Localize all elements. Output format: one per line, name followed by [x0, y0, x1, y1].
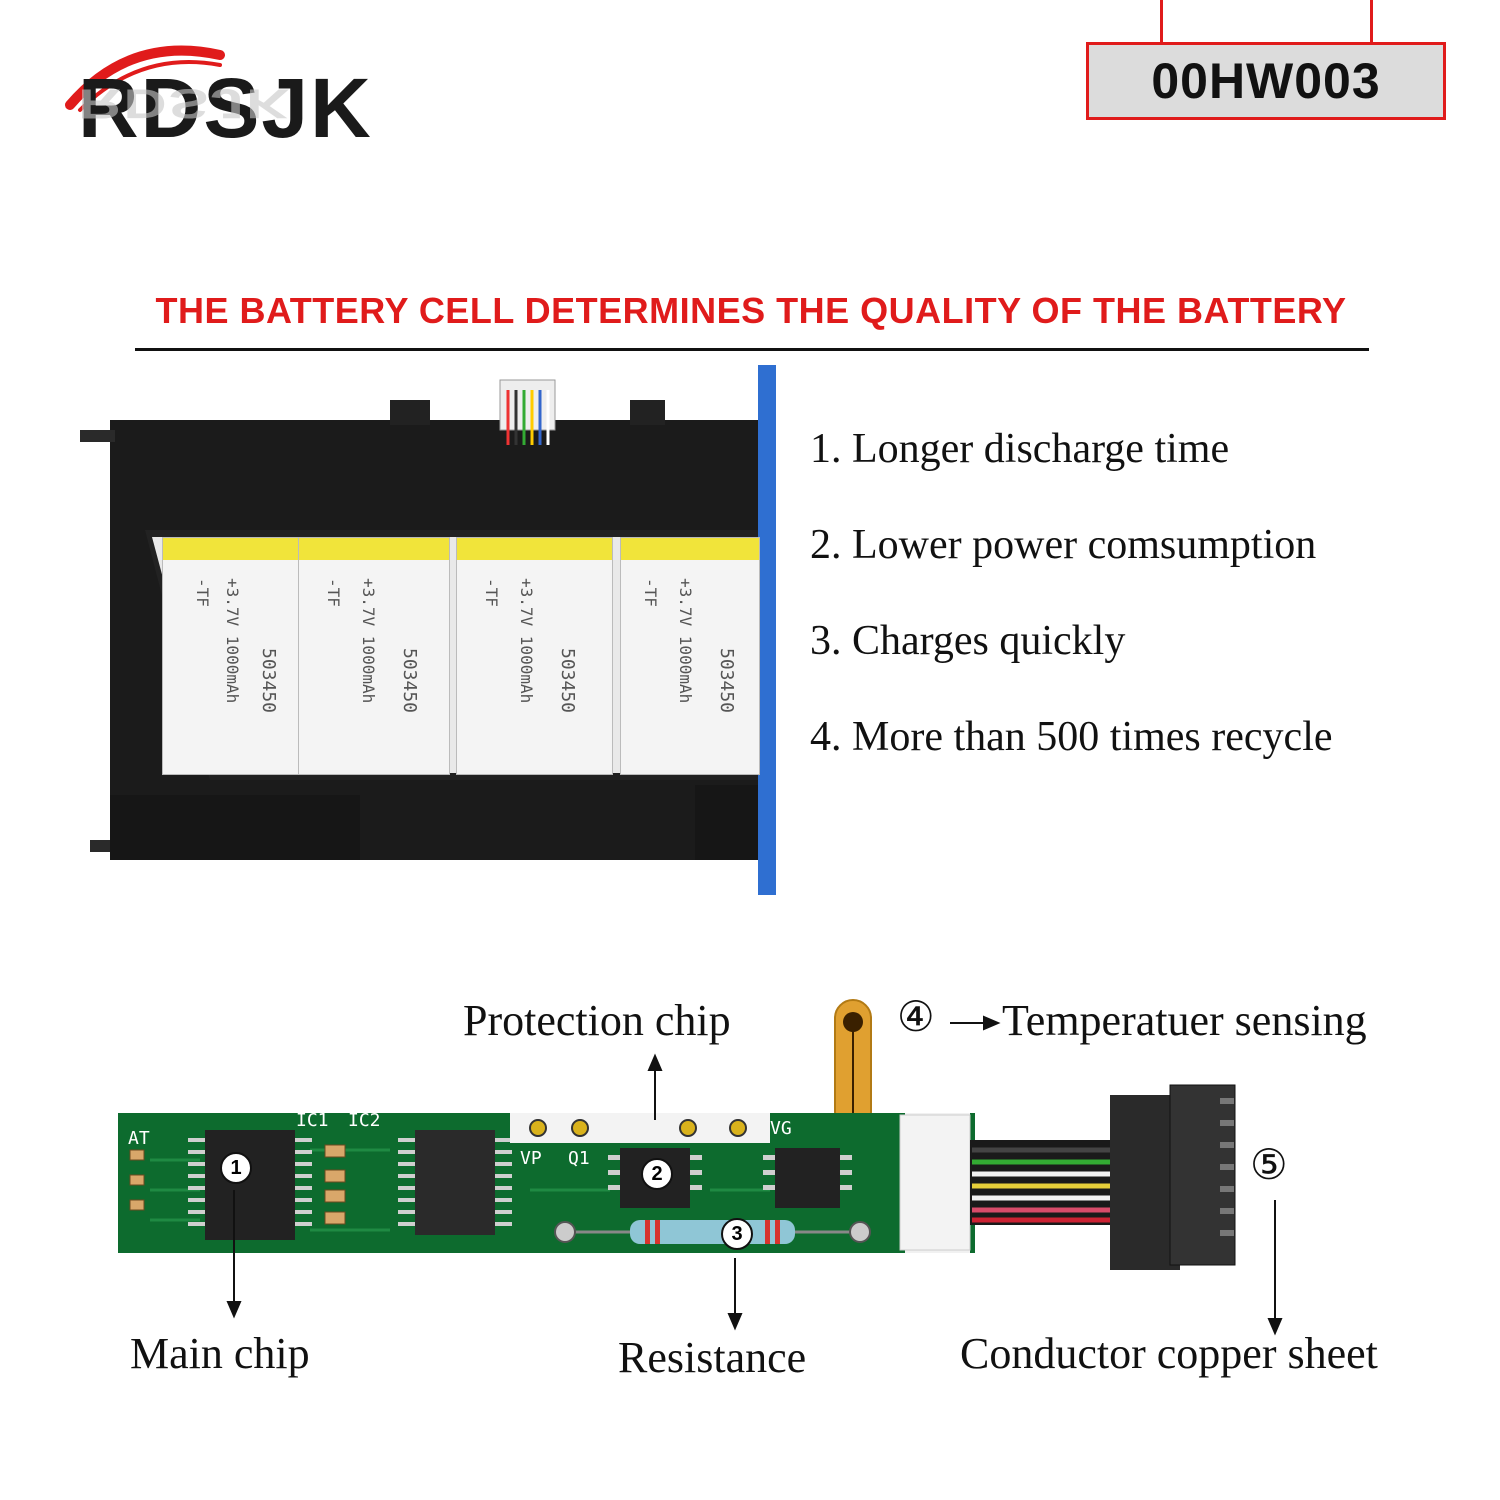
cell-tag: -TF	[641, 578, 660, 607]
marker-main-chip: 1	[220, 1152, 252, 1184]
pcb-diagram: IC1 IC2 AT VP Q1 VG 1 2 3 ④ ⑤	[110, 990, 1490, 1390]
logo-swoosh-icon	[65, 45, 225, 112]
model-code-box: 00HW003	[1086, 42, 1446, 120]
cell-spec: +3.7V 1000mAh	[359, 578, 378, 704]
cell-spec: +3.7V 1000mAh	[517, 578, 536, 704]
cell-tag: -TF	[324, 578, 343, 607]
feature-item: 1. Longer discharge time	[810, 426, 1230, 472]
silkscreen-vp: VP	[520, 1148, 542, 1169]
model-connector-left	[1160, 0, 1163, 42]
silkscreen-at: AT	[128, 1128, 150, 1149]
cell-tag: -TF	[482, 578, 501, 607]
marker-resistance: 3	[721, 1218, 753, 1250]
cell-model: 503450	[258, 648, 279, 714]
battery-cell: -TF +3.7V 1000mAh 503450	[162, 537, 304, 775]
cell-spec: +3.7V 1000mAh	[676, 578, 695, 704]
label-protection-chip: Protection chip	[463, 996, 731, 1045]
brand-logo	[60, 40, 460, 220]
battery-cell: -TF +3.7V 1000mAh 503450	[620, 537, 760, 775]
headline-rule	[135, 348, 1369, 351]
cell-tag: -TF	[193, 578, 212, 607]
battery-cell: -TF +3.7V 1000mAh 503450	[456, 537, 613, 775]
cell-spec: +3.7V 1000mAh	[223, 578, 242, 704]
battery-pack-image: -TF +3.7V 1000mAh 503450 -TF +3.7V 1000m…	[70, 365, 780, 895]
logo-reflection: RDSJK	[78, 80, 292, 128]
circled-five: ⑤	[1250, 1140, 1288, 1189]
silkscreen-ic1: IC1	[296, 1110, 329, 1131]
silkscreen-ic2: IC2	[348, 1110, 381, 1131]
silkscreen-q1: Q1	[568, 1148, 590, 1169]
label-main-chip: Main chip	[130, 1329, 310, 1378]
label-conductor-copper-sheet: Conductor copper sheet	[960, 1329, 1378, 1378]
cell-model: 503450	[716, 648, 737, 714]
cell-model: 503450	[399, 648, 420, 714]
feature-item: 4. More than 500 times recycle	[810, 714, 1333, 760]
model-connector-right	[1370, 0, 1373, 42]
marker-protection-chip: 2	[641, 1158, 673, 1190]
feature-item: 2. Lower power comsumption	[810, 522, 1317, 568]
model-code: 00HW003	[1151, 53, 1381, 109]
label-resistance: Resistance	[618, 1333, 807, 1382]
feature-item: 3. Charges quickly	[810, 618, 1126, 664]
circled-four: ④	[897, 992, 935, 1041]
silkscreen-vg: VG	[770, 1118, 792, 1139]
label-temperature-sensing: Temperatuer sensing	[1002, 996, 1367, 1045]
cell-model: 503450	[557, 648, 578, 714]
battery-cell: -TF +3.7V 1000mAh 503450	[298, 537, 450, 775]
logo-text: RDSJK	[78, 61, 373, 155]
headline: THE BATTERY CELL DETERMINES THE QUALITY …	[155, 290, 1347, 331]
